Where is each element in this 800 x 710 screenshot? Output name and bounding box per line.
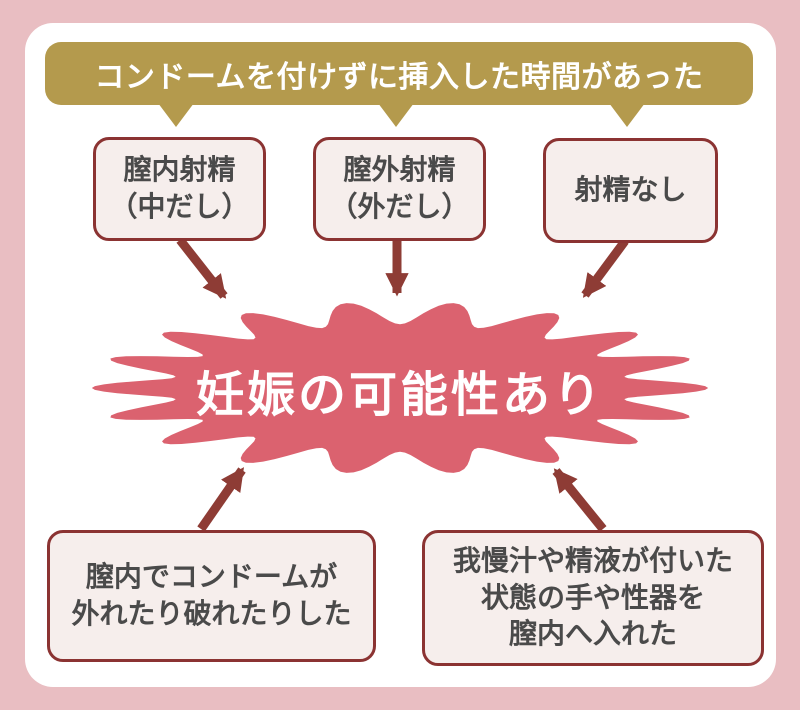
possibility-blob-path xyxy=(91,303,709,473)
box-precum-semen-line3: 膣内へ入れた xyxy=(508,618,677,650)
box-precum-semen-line2: 状態の手や性器を xyxy=(480,581,705,613)
box-condom-slipped-or-broke: 膣内でコンドームが 外れたり破れたりした xyxy=(47,530,376,662)
box-precum-semen-contact: 我慢汁や精液が付いた 状態の手や性器を 膣内へ入れた xyxy=(422,530,764,666)
header-banner-label: コンドームを付けずに挿入した時間があった xyxy=(94,60,704,94)
box-vaginal-ejaculation-line1: 膣内射精 xyxy=(123,154,236,186)
box-condom-slipped-line1: 膣内でコンドームが xyxy=(85,561,338,593)
box-external-ejaculation-line1: 膣外射精 xyxy=(343,154,456,186)
banner-tail-center-icon xyxy=(378,103,414,127)
box-no-ejaculation: 射精なし xyxy=(543,138,718,243)
header-banner: コンドームを付けずに挿入した時間があった xyxy=(45,42,753,105)
box-vaginal-ejaculation-line2: （中だし） xyxy=(109,191,250,222)
possibility-label: 妊娠の可能性あり xyxy=(195,369,604,422)
box-condom-slipped-line2: 外れたり破れたりした xyxy=(71,598,352,629)
box-precum-semen-line1: 我慢汁や精液が付いた xyxy=(452,544,733,576)
box-external-ejaculation: 膣外射精 （外だし） xyxy=(313,137,486,241)
banner-tail-left-icon xyxy=(158,103,194,127)
box-external-ejaculation-line2: （外だし） xyxy=(329,191,470,222)
box-vaginal-ejaculation: 膣内射精 （中だし） xyxy=(93,137,266,241)
box-no-ejaculation-line1: 射精なし xyxy=(574,174,687,206)
banner-tail-right-icon xyxy=(609,103,645,127)
possibility-blob xyxy=(91,303,709,473)
